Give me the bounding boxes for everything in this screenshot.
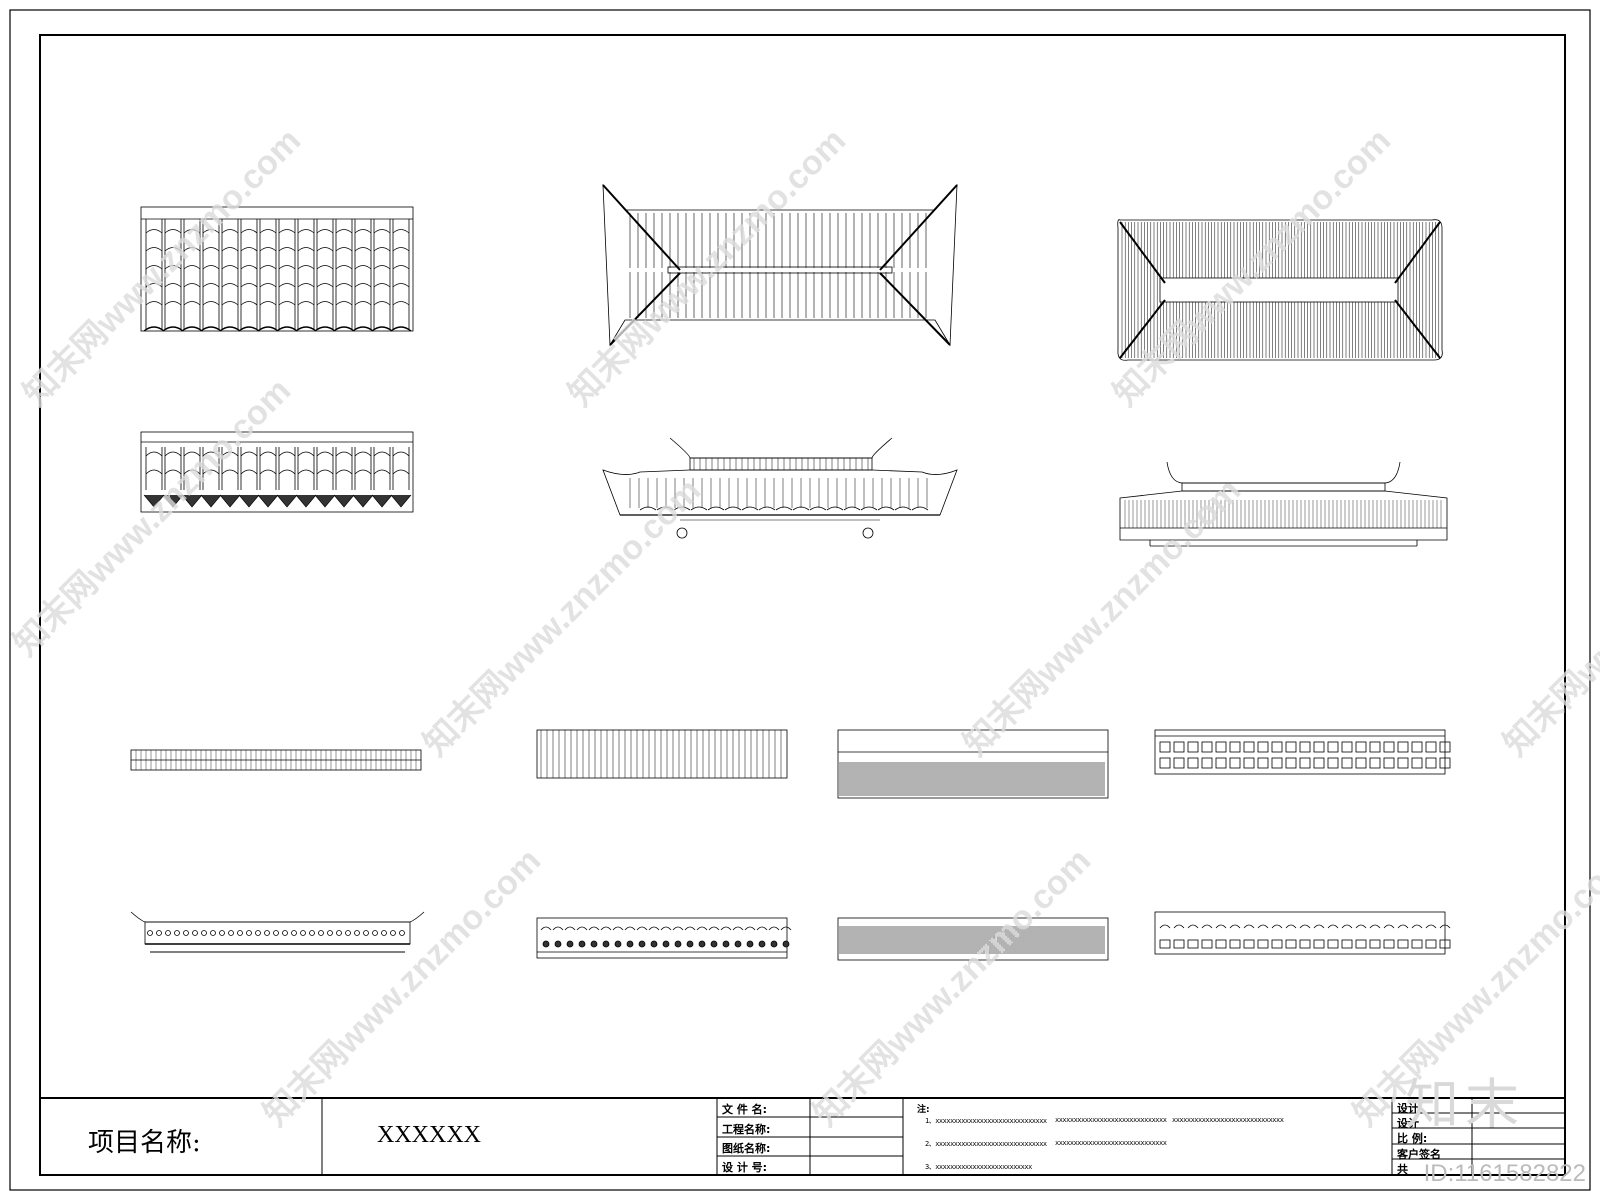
project-name-label: 项目名称: bbox=[88, 1128, 201, 1158]
note-line: 3、xxxxxxxxxxxxxxxxxxxxxxxxxx bbox=[925, 1163, 1032, 1171]
file-name-label: 文 件 名: bbox=[722, 1103, 768, 1116]
designer-label: 设计 bbox=[1397, 1102, 1419, 1115]
roof-plan-dense bbox=[1117, 219, 1443, 361]
brand-logo: 知末 bbox=[1405, 1073, 1525, 1136]
scale-label: 比 例: bbox=[1397, 1132, 1428, 1145]
outer-frame bbox=[9, 9, 1591, 1191]
note-line: 2、xxxxxxxxxxxxxxxxxxxxxxxxxxxxxx bbox=[925, 1140, 1047, 1148]
note-line: xxxxxxxxxxxxxxxxxxxxxxxxxxxxxx bbox=[1172, 1116, 1284, 1124]
client-signature-label: 客户签名 bbox=[1397, 1148, 1441, 1161]
tile-strip-drip bbox=[536, 917, 792, 959]
tile-strip-grid bbox=[1154, 729, 1451, 775]
designer2-label: 设计 bbox=[1397, 1117, 1419, 1130]
inner-frame bbox=[39, 34, 1566, 1176]
note-line: xxxxxxxxxxxxxxxxxxxxxxxxxxxxxx bbox=[1055, 1116, 1167, 1124]
tile-strip-mixed bbox=[1154, 911, 1451, 955]
design-number-label: 设 计 号: bbox=[722, 1161, 768, 1174]
drawing-name-label: 图纸名称: bbox=[722, 1142, 771, 1155]
note-line: xxxxxxxxxxxxxxxxxxxxxxxxxxxxxx bbox=[1055, 1139, 1167, 1147]
roof-plan-hipped bbox=[602, 183, 958, 347]
tile-strip-dark-b bbox=[837, 917, 1109, 961]
project-title-label: 工程名称: bbox=[722, 1123, 771, 1136]
tile-elevation-a bbox=[140, 206, 414, 332]
project-name-value: XXXXXX bbox=[377, 1122, 481, 1148]
tile-strip-plain bbox=[536, 729, 788, 779]
ridge-elevation-b bbox=[130, 911, 425, 953]
note-line: 1、xxxxxxxxxxxxxxxxxxxxxxxxxxxxxx bbox=[925, 1117, 1047, 1125]
notes-label: 注: bbox=[917, 1105, 930, 1115]
eave-elevation-long bbox=[1119, 461, 1448, 547]
total-pages-label: 共 bbox=[1397, 1163, 1408, 1176]
tile-elevation-b bbox=[140, 431, 414, 513]
eave-elevation-upturned bbox=[602, 437, 958, 539]
image-id: ID:1161582822 bbox=[1423, 1160, 1586, 1187]
ridge-elevation-a bbox=[130, 749, 422, 771]
tile-strip-dark bbox=[837, 729, 1109, 799]
